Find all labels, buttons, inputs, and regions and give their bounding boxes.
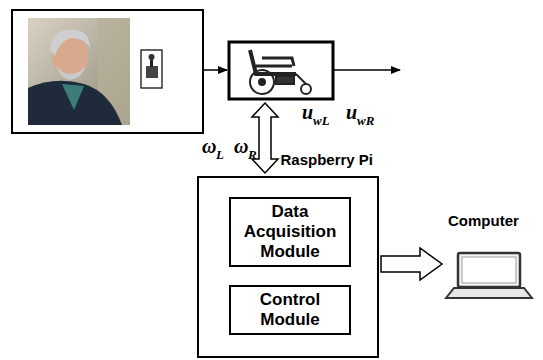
signal-subscript: R (248, 148, 257, 161)
module-box: Data Acquisition Module (229, 197, 351, 267)
box-heading: Raspberry Pi (280, 151, 373, 168)
module-label: Control Module (231, 290, 349, 330)
input-arrow (203, 69, 227, 71)
computer-label: Computer (448, 212, 519, 229)
joystick-icon (146, 54, 158, 78)
double-arrow (252, 103, 278, 173)
signal-symbol: ω (234, 136, 248, 156)
signal-symbol: u (302, 102, 313, 122)
user-photo (28, 18, 130, 125)
wheelchair-box (229, 42, 333, 99)
joystick-box (141, 50, 162, 88)
signal-subscript: wL (313, 114, 330, 127)
module-label: Data Acquisition Module (231, 202, 349, 262)
laptop-icon (444, 250, 534, 300)
wheelchair-icon (250, 50, 311, 94)
output-arrow (333, 69, 400, 71)
photo-frame (12, 10, 203, 133)
computer-node: Computer (440, 212, 536, 302)
block-arrow (381, 248, 442, 280)
signal-subscript: wR (357, 114, 374, 127)
signal-symbol: u (346, 102, 357, 122)
raspberry-pi-box: Data Acquisition ModuleControl ModuleRas… (197, 176, 379, 358)
signal-symbol: ω (202, 136, 216, 156)
module-box: Control Module (229, 285, 351, 335)
signal-subscript: L (216, 148, 224, 161)
